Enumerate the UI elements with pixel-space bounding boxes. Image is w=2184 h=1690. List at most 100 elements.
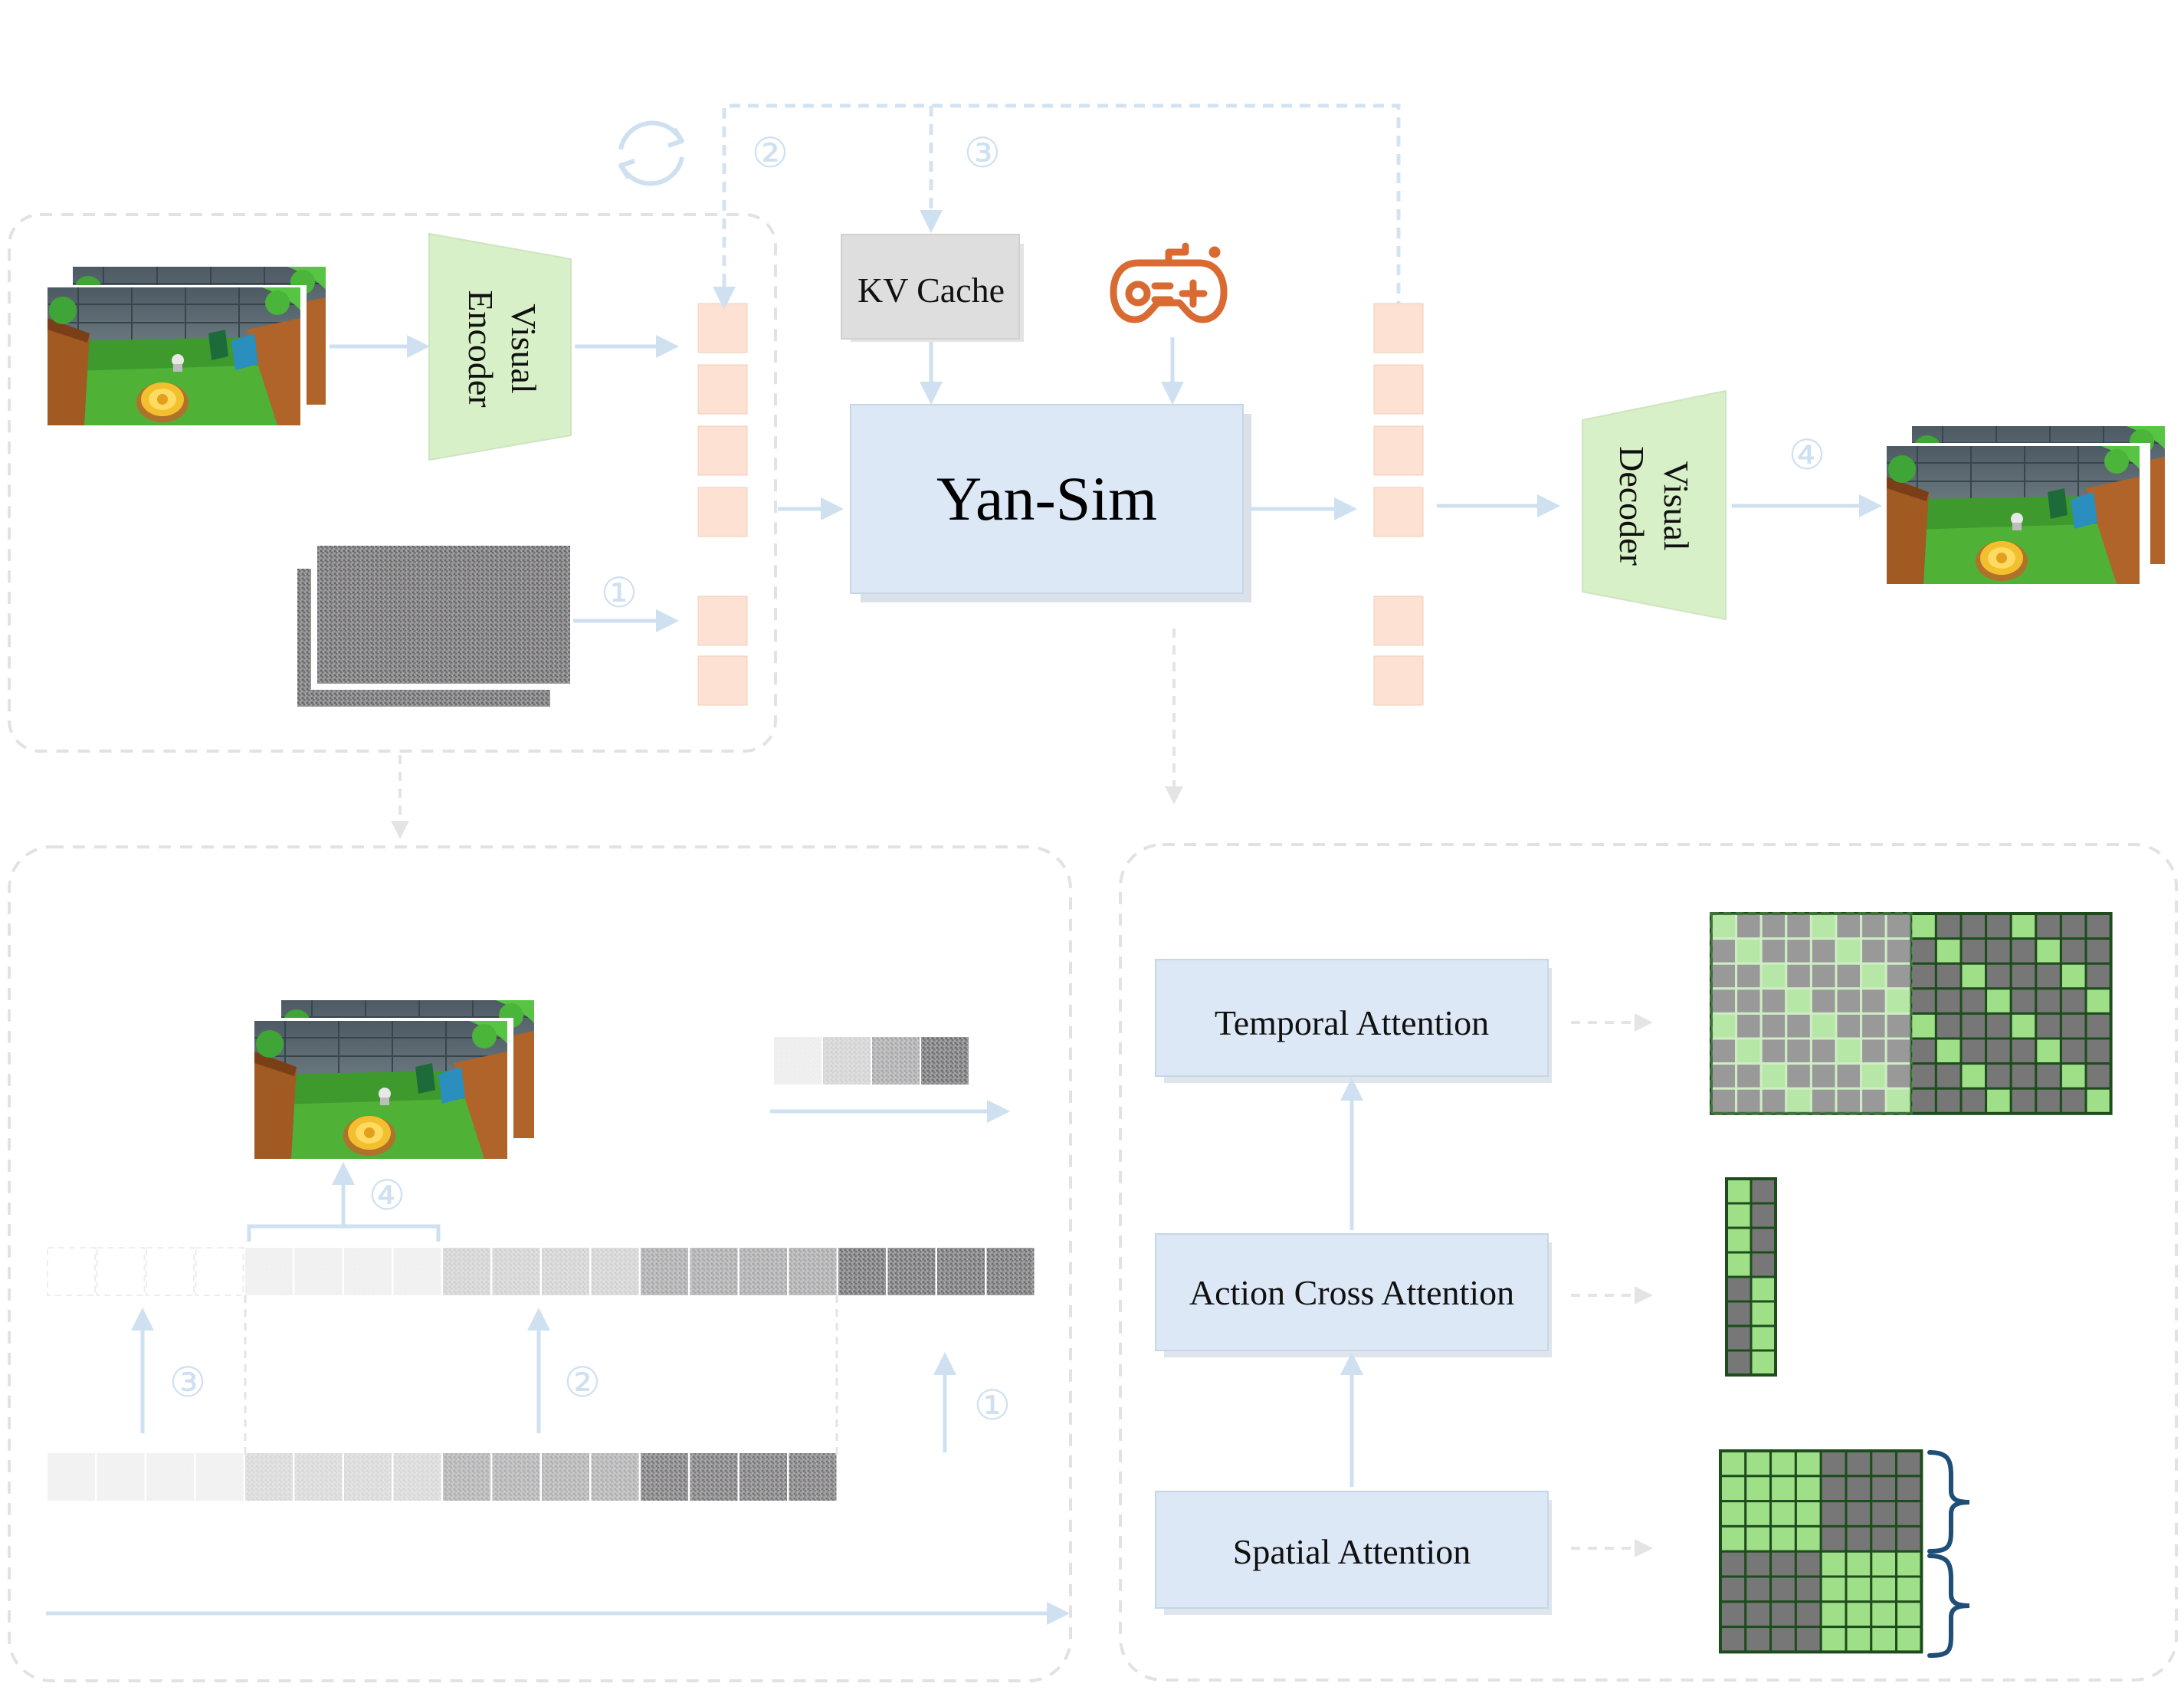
curly-brace-icon bbox=[1927, 1554, 1970, 1658]
strip-token bbox=[492, 1453, 540, 1501]
marker-4-top: ④ bbox=[1789, 432, 1825, 478]
marker-2-bottom: ② bbox=[564, 1360, 601, 1406]
strip-token bbox=[195, 1453, 244, 1501]
visual-decoder-label-line2: Decoder bbox=[1612, 446, 1651, 566]
action-cross-attention-label: Action Cross Attention bbox=[1189, 1273, 1514, 1312]
mask-cell bbox=[2035, 1062, 2062, 1090]
marker-4-bottom: ④ bbox=[369, 1173, 405, 1219]
mask-cell bbox=[1870, 1475, 1898, 1503]
action-cross-attention-block: Action Cross Attention bbox=[1155, 1233, 1552, 1357]
mask-cell bbox=[1870, 1575, 1898, 1603]
kv-cache-block: KV Cache bbox=[841, 234, 1024, 342]
mask-cell bbox=[2059, 912, 2087, 940]
mask-cell bbox=[1719, 1600, 1747, 1629]
mask-border bbox=[1719, 1449, 1923, 1654]
mask-cell bbox=[1934, 912, 1963, 940]
mask-cell bbox=[1910, 987, 1937, 1015]
kv-cache-label: KV Cache bbox=[858, 271, 1005, 310]
mask-cell bbox=[1749, 1251, 1777, 1278]
mask-cell bbox=[1845, 1600, 1873, 1629]
mask-cell bbox=[1769, 1626, 1797, 1653]
mask-cell bbox=[1985, 962, 2012, 990]
mask-cell bbox=[2009, 1037, 2038, 1065]
game-frame-image bbox=[254, 1020, 508, 1160]
mask-cell bbox=[1719, 1449, 1747, 1478]
strip-token bbox=[294, 1453, 343, 1501]
mask-cell bbox=[1744, 1500, 1772, 1528]
token-cell bbox=[697, 303, 748, 353]
strip-token bbox=[887, 1248, 936, 1295]
refresh-cycle-icon bbox=[618, 120, 684, 186]
strip-token bbox=[641, 1248, 688, 1295]
visual-decoder-label-line1: Visual bbox=[1657, 461, 1696, 550]
denoising-panel-frame bbox=[8, 845, 1072, 1682]
mask-cell bbox=[1845, 1626, 1873, 1653]
mask-cell bbox=[1835, 1012, 1863, 1040]
mask-cell bbox=[1725, 1226, 1753, 1254]
token-cell bbox=[1373, 596, 1424, 646]
attention-panel-frame bbox=[1119, 843, 2178, 1682]
mask-cell bbox=[2059, 1062, 2087, 1090]
mask-cell bbox=[2059, 1012, 2087, 1040]
mask-cell bbox=[2084, 937, 2113, 965]
mask-cell bbox=[1785, 1037, 1812, 1065]
mask-cell bbox=[1985, 937, 2012, 965]
mask-cell bbox=[1985, 1037, 2012, 1065]
mask-cell bbox=[1895, 1449, 1923, 1478]
strip-token bbox=[294, 1248, 343, 1295]
lower-token-strip bbox=[48, 1453, 837, 1501]
token-cell bbox=[697, 596, 748, 646]
mask-cell bbox=[2084, 1062, 2113, 1090]
mask-cell bbox=[1884, 1062, 1913, 1090]
mask-cell bbox=[1895, 1475, 1923, 1503]
token-cell bbox=[697, 425, 748, 476]
noise-level-swatch bbox=[774, 1037, 821, 1085]
mask-cell bbox=[1819, 1475, 1848, 1503]
mask-cell bbox=[1895, 1524, 1923, 1553]
marker-1-bottom: ① bbox=[974, 1383, 1011, 1429]
mask-cell bbox=[2035, 1012, 2062, 1040]
temporal-attention-mask bbox=[1710, 912, 2113, 1115]
mask-cell bbox=[1910, 1062, 1937, 1090]
strip-token bbox=[393, 1248, 441, 1295]
mask-border bbox=[1710, 912, 2113, 1115]
strip-token bbox=[344, 1248, 392, 1295]
strip-token bbox=[986, 1248, 1035, 1295]
mask-cell bbox=[1819, 1600, 1848, 1629]
mask-cell bbox=[1749, 1300, 1777, 1327]
mask-cell bbox=[1719, 1524, 1747, 1553]
empty-slot bbox=[96, 1247, 146, 1296]
spatial-attention-block: Spatial Attention bbox=[1155, 1491, 1552, 1615]
token-cell bbox=[697, 655, 748, 706]
mask-cell bbox=[1749, 1275, 1777, 1303]
mask-cell bbox=[1910, 912, 1937, 940]
mask-cell bbox=[1884, 1012, 1913, 1040]
mask-cell bbox=[1835, 1037, 1863, 1065]
mask-cell bbox=[1719, 1500, 1747, 1528]
mask-cell bbox=[2035, 962, 2062, 990]
mask-cell bbox=[1959, 1037, 1988, 1065]
output-game-frames bbox=[1884, 425, 2169, 586]
mask-cell bbox=[1845, 1449, 1873, 1478]
mask-cell bbox=[1769, 1550, 1797, 1578]
mask-cell bbox=[1910, 1012, 1937, 1040]
mask-cell bbox=[1934, 1012, 1963, 1040]
mask-cell bbox=[2009, 1087, 2038, 1115]
mask-cell bbox=[1725, 1324, 1753, 1352]
mask-cell bbox=[1809, 987, 1838, 1015]
mask-cell bbox=[1819, 1626, 1848, 1653]
mask-cell bbox=[1725, 1349, 1753, 1377]
mask-cell bbox=[1749, 1324, 1777, 1352]
mask-cell bbox=[1719, 1475, 1747, 1503]
mask-cell bbox=[1725, 1251, 1753, 1278]
temporal-attention-block: Temporal Attention bbox=[1155, 959, 1552, 1083]
mask-cell bbox=[1794, 1550, 1822, 1578]
mask-cell bbox=[1985, 1087, 2012, 1115]
mask-cell bbox=[1895, 1550, 1923, 1578]
mask-cell bbox=[2084, 962, 2113, 990]
visual-encoder-label-line1: Visual bbox=[504, 304, 543, 393]
mask-cell bbox=[2084, 1087, 2113, 1115]
mask-cell bbox=[1845, 1575, 1873, 1603]
mask-cell bbox=[1819, 1575, 1848, 1603]
mask-cell bbox=[1769, 1600, 1797, 1629]
